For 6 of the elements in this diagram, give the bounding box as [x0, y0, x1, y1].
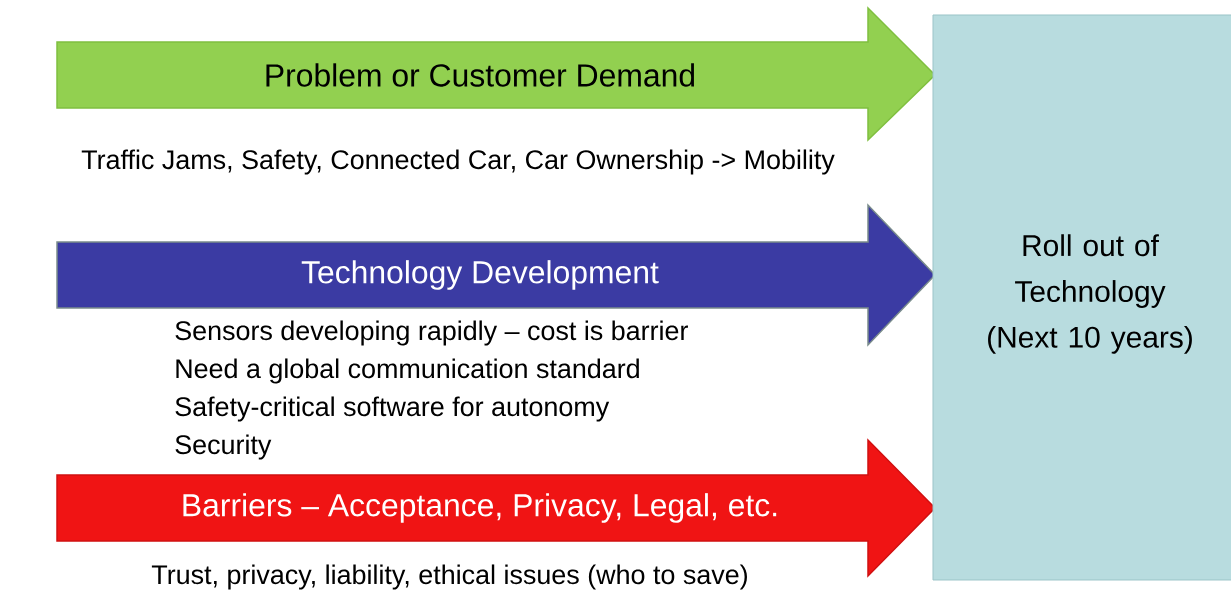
arrow-band: Problem or Customer Demand	[56, 6, 937, 142]
description-text: Sensors developing rapidly – cost is barrier	[175, 320, 688, 346]
process-box: Roll out of Technology (Next 10 years)	[932, 14, 1231, 581]
description-text: Traffic Jams, Safety, Connected Car, Car Ownership -> Mobility	[81, 149, 835, 175]
description-text: Safety-critical software for autonomy	[175, 396, 610, 422]
description-text: Need a global communication standard	[176, 358, 639, 384]
